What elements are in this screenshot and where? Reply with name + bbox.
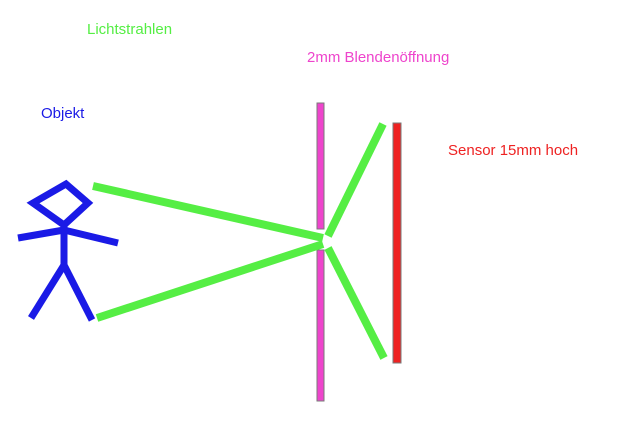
- sensor-bar: [392, 122, 402, 364]
- aperture-plate: [316, 102, 325, 402]
- aperture-plate-upper: [316, 102, 325, 230]
- aperture-plate-lower: [316, 249, 325, 402]
- ray-bottom-incoming: [95, 240, 325, 322]
- stick-figure-head: [26, 179, 94, 230]
- light-rays: [92, 122, 388, 360]
- ray-top-incoming: [92, 182, 324, 242]
- stick-figure-arm-right: [63, 226, 119, 247]
- stick-figure-leg-left: [28, 263, 67, 320]
- aperture-label: 2mm Blendenöffnung: [307, 49, 450, 66]
- light-rays-label: Lichtstrahlen: [87, 21, 173, 38]
- ray-bottom-outgoing: [324, 246, 388, 360]
- stick-figure-arm-left: [17, 226, 65, 242]
- ray-top-outgoing: [324, 122, 387, 238]
- object-label: Objekt: [41, 105, 85, 122]
- stick-figure-object: [17, 179, 119, 322]
- sensor-label: Sensor 15mm hoch: [448, 142, 579, 159]
- stick-figure-leg-right: [60, 263, 96, 322]
